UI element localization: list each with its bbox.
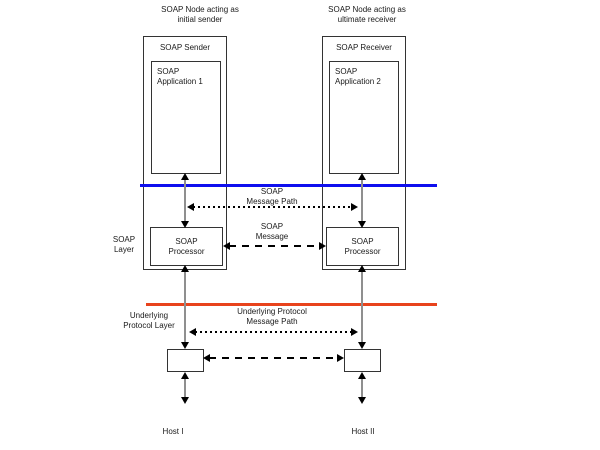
arrow-host-link bbox=[203, 353, 344, 363]
arrow-right-icon bbox=[351, 328, 358, 336]
app-label-line: Application 1 bbox=[157, 77, 203, 86]
layer-label-line: Underlying bbox=[129, 311, 169, 320]
arrow-soap-message bbox=[223, 241, 326, 251]
arrow-up-icon bbox=[181, 173, 189, 180]
underlying-protocol-receiver-box bbox=[344, 349, 381, 372]
caption-line: SOAP Node acting as bbox=[328, 5, 406, 14]
arrow-left-icon bbox=[189, 328, 196, 336]
arrow-left-icon bbox=[223, 242, 230, 250]
soap-layer-rule bbox=[140, 184, 437, 187]
processor-label-line: SOAP bbox=[351, 236, 374, 246]
soap-layer-label: SOAP Layer bbox=[98, 235, 150, 255]
arrow-up-icon bbox=[358, 265, 366, 272]
layer-label-line: Layer bbox=[113, 245, 134, 254]
arrow-shaft bbox=[184, 177, 186, 224]
underlying-protocol-rule bbox=[146, 303, 437, 306]
receiver-node-caption: SOAP Node acting as ultimate receiver bbox=[297, 5, 437, 25]
caption-line: initial sender bbox=[177, 15, 223, 24]
processor-label-line: Processor bbox=[344, 246, 381, 256]
caption-line: ultimate receiver bbox=[337, 15, 397, 24]
soap-sender-title: SOAP Sender bbox=[159, 43, 211, 52]
underlying-protocol-layer-label: Underlying Protocol Layer bbox=[108, 311, 190, 331]
arrow-sender-processor-to-underlying bbox=[180, 265, 190, 349]
path-label-line: Message Path bbox=[246, 317, 298, 326]
path-label-line: SOAP bbox=[260, 187, 284, 196]
soap-message-label: SOAP Message bbox=[222, 222, 322, 242]
soap-receiver-title: SOAP Receiver bbox=[336, 43, 392, 52]
app-label-line: Application 2 bbox=[335, 77, 381, 86]
arrow-down-icon bbox=[358, 342, 366, 349]
path-label-line: SOAP bbox=[260, 222, 284, 231]
arrow-sender-app-to-processor bbox=[180, 173, 190, 228]
app-label-line: SOAP bbox=[157, 67, 180, 76]
arrow-right-icon bbox=[337, 354, 344, 362]
arrow-soap-message-path bbox=[187, 202, 358, 212]
arrow-left-icon bbox=[187, 203, 194, 211]
path-label-line: Message Path bbox=[246, 197, 298, 206]
path-label-line: Underlying Protocol bbox=[237, 307, 307, 316]
processor-label-line: Processor bbox=[168, 246, 205, 256]
arrow-up-icon bbox=[358, 372, 366, 379]
underlying-protocol-sender-box bbox=[167, 349, 204, 372]
arrow-receiver-underlying-to-network bbox=[357, 372, 367, 404]
arrow-down-icon bbox=[358, 221, 366, 228]
layer-label-line: SOAP bbox=[112, 235, 136, 244]
app-label-line: SOAP bbox=[335, 67, 358, 76]
dashed-line bbox=[209, 357, 338, 359]
layer-label-line: Protocol Layer bbox=[123, 321, 175, 330]
arrow-sender-underlying-to-network bbox=[180, 372, 190, 404]
soap-application-1-box: SOAP Application 1 bbox=[151, 61, 221, 174]
arrow-shaft bbox=[361, 376, 363, 400]
arrow-up-icon bbox=[181, 372, 189, 379]
arrow-right-icon bbox=[351, 203, 358, 211]
arrow-shaft bbox=[184, 376, 186, 400]
arrow-right-icon bbox=[319, 242, 326, 250]
soap-application-2-box: SOAP Application 2 bbox=[329, 61, 399, 174]
arrow-shaft bbox=[184, 269, 186, 345]
processor-label-line: SOAP bbox=[175, 236, 198, 246]
arrow-down-icon bbox=[181, 397, 189, 404]
arrow-left-icon bbox=[203, 354, 210, 362]
caption-line: SOAP Node acting as bbox=[161, 5, 239, 14]
arrow-up-icon bbox=[181, 265, 189, 272]
soap-processor-receiver-box: SOAP Processor bbox=[326, 227, 399, 266]
dotted-line bbox=[195, 331, 352, 333]
soap-processor-sender-box: SOAP Processor bbox=[150, 227, 223, 266]
arrow-down-icon bbox=[181, 221, 189, 228]
host-1-label: Host I bbox=[162, 427, 184, 436]
arrow-down-icon bbox=[181, 342, 189, 349]
underlying-message-path-label: Underlying Protocol Message Path bbox=[212, 307, 332, 327]
path-label-line: Message bbox=[255, 232, 289, 241]
arrow-up-icon bbox=[358, 173, 366, 180]
arrow-shaft bbox=[361, 269, 363, 345]
host-2-label: Host II bbox=[351, 427, 375, 436]
arrow-shaft bbox=[361, 177, 363, 224]
arrow-underlying-message-path bbox=[189, 327, 358, 337]
dotted-line bbox=[193, 206, 352, 208]
arrow-down-icon bbox=[358, 397, 366, 404]
arrow-receiver-app-to-processor bbox=[357, 173, 367, 228]
dashed-line bbox=[229, 245, 320, 247]
soap-message-path-label: SOAP Message Path bbox=[222, 187, 322, 207]
sender-node-caption: SOAP Node acting as initial sender bbox=[130, 5, 270, 25]
arrow-receiver-processor-to-underlying bbox=[357, 265, 367, 349]
